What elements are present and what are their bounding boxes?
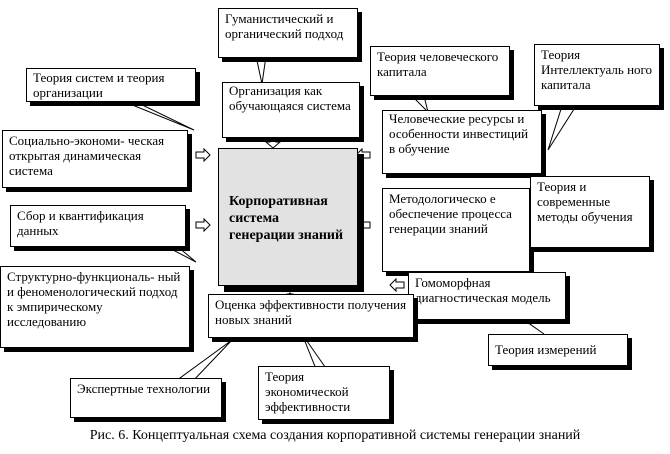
box-methodology: Методологическо е обеспечение процесса г…	[382, 188, 530, 272]
box-socioeconomic-system: Социально-экономи- ческая открытая динам…	[2, 130, 188, 188]
arrow-into-center-right-top	[355, 147, 371, 163]
box-efficiency-evaluation: Оценка эффективности получения новых зна…	[208, 294, 414, 338]
box-human-resources: Человеческие ресурсы и особенности инвес…	[382, 110, 542, 174]
box-data-collection: Сбор и квантификация данных	[10, 205, 186, 247]
box-structural-approach: Структурно-функциональ- ный и феноменоло…	[0, 266, 190, 348]
box-learning-organization: Организация как обучающаяся система	[222, 82, 360, 138]
arrow-into-center-top	[264, 137, 282, 149]
box-modern-methods: Теория и современные методы обучения	[530, 176, 650, 248]
callout-pointer-humanistic	[255, 55, 267, 85]
arrow-homomorphic-to-evaluation	[389, 277, 405, 293]
box-homomorphic-model: Гомоморфная диагностическая модель	[408, 272, 566, 320]
box-systems-theory: Теория систем и теория организации	[26, 68, 196, 102]
center-box-corporate-system: Корпоративная система генерации знаний	[218, 148, 358, 286]
box-measurement-theory: Теория измерений	[488, 334, 628, 366]
arrow-into-center-left-bottom	[195, 217, 211, 233]
figure-caption: Рис. 6. Концептуальная схема создания ко…	[89, 428, 581, 443]
arrow-into-center-right-bottom	[355, 217, 371, 233]
callout-pointer-intellectual-capital	[547, 105, 577, 151]
callout-pointer-systems-theory	[119, 99, 195, 131]
box-intellectual-capital-theory: Теория Интеллектуаль ного капитала	[534, 44, 660, 106]
box-human-capital-theory: Теория человеческого капитала	[370, 46, 510, 96]
box-expert-technologies: Экспертные технологии	[70, 378, 222, 418]
box-economic-efficiency-theory: Теория экономической эффективности	[258, 366, 390, 420]
arrow-into-center-left-top	[195, 147, 211, 163]
callout-pointer-human-capital	[410, 95, 429, 114]
box-humanistic-approach: Гуманистический и органический подход	[218, 8, 358, 58]
